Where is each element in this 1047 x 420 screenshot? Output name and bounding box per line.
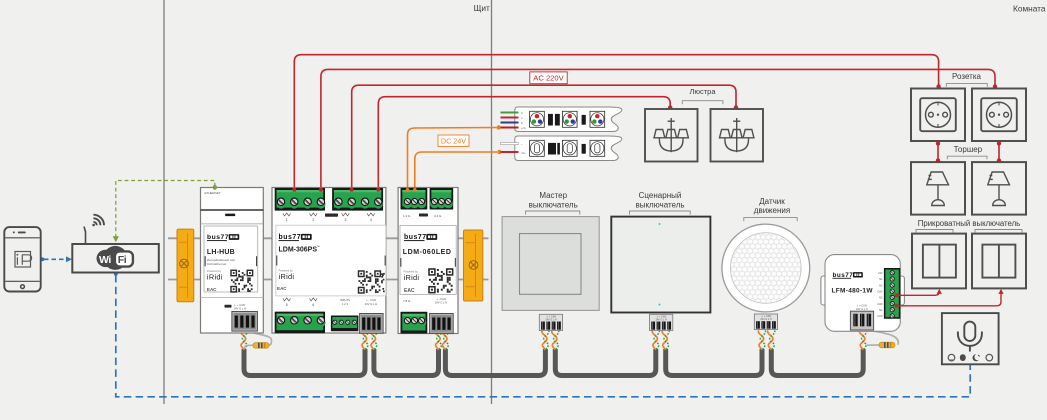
svg-text:24V G L H: 24V G L H (435, 301, 447, 305)
svg-text:Мастер: Мастер (539, 191, 567, 200)
svg-text:24V G L H: 24V G L H (545, 319, 556, 322)
svg-text:2: 2 (312, 218, 314, 222)
svg-text:⏚ + CAN: ⏚ + CAN (656, 315, 666, 319)
svg-text:G: G (521, 118, 523, 120)
svg-text:Щит: Щит (474, 3, 490, 13)
svg-text:CH2: CH2 (877, 289, 883, 293)
svg-text:-24v: -24v (521, 153, 526, 155)
svg-text:1 2 3: 1 2 3 (342, 302, 348, 306)
svg-text:Люстра: Люстра (689, 87, 716, 96)
svg-text:ETHERNET: ETHERNET (205, 191, 221, 195)
svg-text:выключатель: выключатель (635, 200, 684, 209)
svg-text:24V G L H: 24V G L H (365, 302, 378, 306)
svg-text:Сценарный: Сценарный (639, 191, 682, 200)
svg-text:+ - CAN: + - CAN (436, 297, 445, 301)
svg-text:24V G L H: 24V G L H (656, 319, 667, 322)
svg-text:CH0: CH0 (877, 302, 883, 306)
svg-text:+: + (521, 144, 523, 146)
svg-text:ЕАС: ЕАС (277, 286, 287, 291)
svg-text:AC 220V: AC 220V (533, 74, 564, 83)
svg-text:⏚ + CAN: ⏚ + CAN (234, 303, 245, 307)
svg-text:выключатель: выключатель (529, 200, 578, 209)
svg-text:+5V: +5V (878, 271, 883, 275)
svg-text:Розетка: Розетка (952, 72, 981, 81)
svg-text:1: 1 (286, 218, 288, 222)
svg-text:1 2 G: 1 2 G (403, 214, 411, 218)
svg-text:24V G L H: 24V G L H (856, 308, 868, 311)
svg-text:ЕАС: ЕАС (404, 288, 415, 294)
svg-text:+ - CAN: + - CAN (366, 298, 376, 302)
svg-text:LH-HUB: LH-HUB (207, 249, 235, 256)
svg-text:ЕАС: ЕАС (207, 287, 217, 292)
svg-text:Fi: Fi (118, 254, 127, 266)
svg-text:LFM-480-1W: LFM-480-1W (832, 288, 874, 295)
svg-text:LDM-060LED: LDM-060LED (403, 249, 452, 256)
svg-text:INPUTS: INPUTS (340, 298, 350, 302)
svg-text:Датчик: Датчик (759, 197, 785, 206)
svg-text:N2: N2 (879, 296, 883, 300)
svg-text:6: 6 (312, 303, 314, 307)
svg-text:24V G L H: 24V G L H (234, 306, 247, 310)
svg-text:DC 24V: DC 24V (441, 137, 466, 146)
svg-text:+24v: +24v (521, 128, 527, 130)
svg-text:3 4 G: 3 4 G (434, 214, 442, 218)
svg-text:Прикроватный выключатель: Прикроватный выключатель (918, 219, 1020, 228)
svg-text:⏚ + CAN: ⏚ + CAN (546, 315, 556, 319)
svg-text:Wi: Wi (99, 254, 111, 266)
svg-text:CAN-Ethernet: CAN-Ethernet (207, 262, 226, 266)
svg-text:N2: N2 (879, 283, 883, 287)
svg-text:™: ™ (317, 245, 320, 249)
svg-text:5: 5 (286, 303, 288, 307)
svg-text:⏚ + CAN: ⏚ + CAN (856, 304, 867, 308)
svg-text:Интерфейсный хаб: Интерфейсный хаб (207, 258, 235, 262)
svg-text:Торшер: Торшер (954, 145, 983, 154)
svg-text:B: B (521, 123, 523, 125)
svg-text:R: R (521, 113, 523, 115)
svg-text:7 8 G: 7 8 G (403, 299, 411, 303)
svg-text:3: 3 (344, 218, 346, 222)
svg-text:N1: N1 (879, 308, 883, 312)
svg-text:CH0: CH0 (877, 314, 883, 318)
svg-text:N1: N1 (879, 277, 883, 281)
svg-text:Комната: Комната (1013, 4, 1046, 14)
svg-text:4: 4 (370, 218, 372, 222)
svg-text:LDM-306PS: LDM-306PS (279, 247, 318, 254)
svg-text:движения: движения (754, 206, 790, 215)
svg-text:⏚ + CAN: ⏚ + CAN (761, 314, 771, 318)
svg-text:24V G L H: 24V G L H (760, 318, 771, 321)
